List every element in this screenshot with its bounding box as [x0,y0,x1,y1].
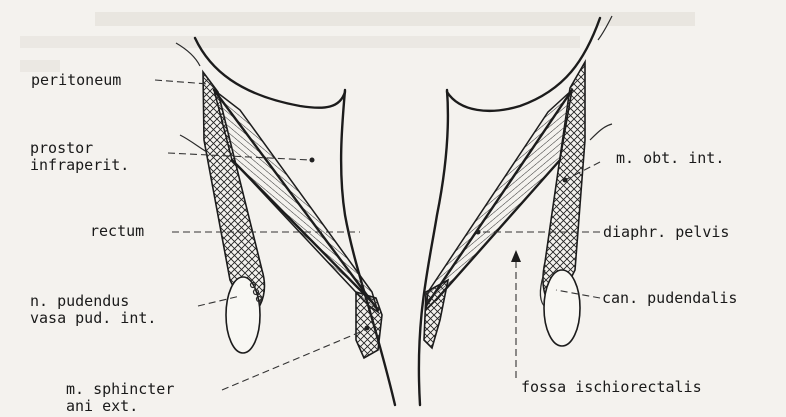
label-peritoneum: peritoneum [31,71,121,89]
right-sphincter [424,280,448,348]
label-can-pudendalis: can. pudendalis [602,289,737,307]
label-prostor-line1: prostor [30,139,93,157]
labels-left: peritoneum prostor infraperit. rectum n.… [30,71,174,415]
label-pudendus-line2: vasa pud. int. [30,309,156,327]
left-pelvic-wall [176,38,395,405]
label-pudendus-line1: n. pudendus [30,292,129,310]
label-rectum: rectum [90,222,144,240]
right-pelvic-wall [419,16,612,405]
right-pudendal-canal [544,270,580,346]
label-diaphr-pelvis: diaphr. pelvis [603,223,729,241]
bleed-through-text [20,12,695,72]
left-sphincter [356,292,382,358]
left-pudendal-canal [226,277,260,353]
label-sphincter-line2: ani ext. [66,397,138,415]
label-prostor-line2: infraperit. [30,156,129,174]
label-sphincter-line1: m. sphincter [66,380,174,398]
label-fossa: fossa ischiorectalis [521,378,702,396]
label-obt-int: m. obt. int. [616,149,724,167]
